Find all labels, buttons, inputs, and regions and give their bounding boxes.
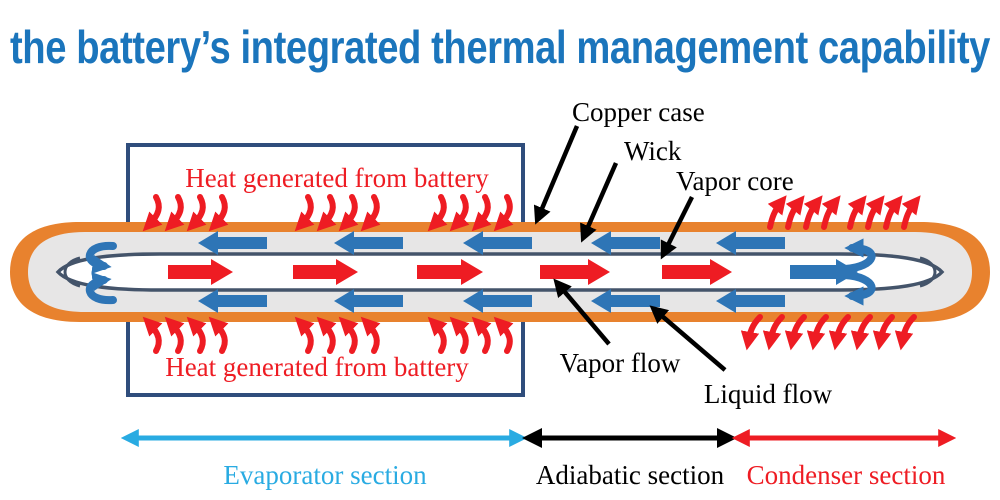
liquid-turn-curl-right bbox=[841, 238, 876, 273]
heat-out-arrow-top bbox=[883, 195, 903, 230]
heat-out-arrow-top bbox=[901, 195, 921, 230]
heat-in-arrow-bottom bbox=[164, 316, 185, 354]
heat-out-arrow-top bbox=[847, 195, 867, 230]
heat-in-arrow-bottom bbox=[360, 316, 381, 354]
heat-out-arrow-top bbox=[821, 195, 841, 230]
vapor-flow-arrow bbox=[417, 259, 483, 285]
heat-in-arrow-bottom bbox=[294, 316, 315, 354]
vapor-flow-pointer bbox=[553, 278, 611, 346]
heat-in-arrow-top bbox=[493, 194, 514, 232]
heat-in-arrow-top bbox=[208, 194, 229, 232]
liquid-flow-arrow bbox=[334, 231, 403, 255]
liquid-flow-label: Liquid flow bbox=[704, 379, 833, 409]
heat-in-arrow-bottom bbox=[208, 316, 229, 354]
heat-out-arrow-bottom bbox=[872, 314, 895, 351]
liquid-flow-arrow bbox=[198, 289, 267, 313]
heat-in-arrow-bottom bbox=[186, 316, 207, 354]
heat-out-arrow-bottom bbox=[784, 314, 807, 351]
heat-out-arrow-bottom bbox=[828, 314, 851, 351]
vapor-core-pointer bbox=[660, 195, 695, 260]
heat-label-top: Heat generated from battery bbox=[185, 163, 489, 193]
copper-case-label: Copper case bbox=[572, 97, 705, 127]
vapor-flow-label: Vapor flow bbox=[560, 348, 681, 378]
core-left-tip bbox=[63, 256, 81, 288]
heat-out-arrow-top bbox=[803, 195, 823, 230]
heat-out-arrow-bottom bbox=[894, 314, 917, 351]
heat-out-arrow-bottom bbox=[740, 314, 763, 351]
liquid-flow-arrow bbox=[198, 231, 267, 255]
heat-in-arrow-bottom bbox=[493, 316, 514, 354]
heat-in-arrow-top bbox=[164, 194, 185, 232]
vapor-core-layer bbox=[55, 252, 945, 292]
heat-out-arrow-bottom bbox=[850, 314, 873, 351]
vapor-flow-arrow bbox=[662, 259, 732, 285]
liquid-turn-curl-right bbox=[841, 271, 876, 306]
heat-in-arrow-top bbox=[338, 194, 359, 232]
heat-out-arrow-top bbox=[767, 195, 787, 230]
wick-label: Wick bbox=[624, 136, 682, 166]
condensing-flow-arrow bbox=[790, 259, 858, 285]
liquid-flow-arrow bbox=[463, 231, 532, 255]
vapor-flow-arrow bbox=[168, 259, 233, 285]
liquid-flow-arrow bbox=[591, 231, 660, 255]
liquid-flow-arrow bbox=[716, 289, 785, 313]
heat-in-arrow-top bbox=[316, 194, 337, 232]
liquid-flow-arrow bbox=[334, 289, 403, 313]
liquid-return-curl-left bbox=[85, 272, 117, 305]
liquid-flow-arrow bbox=[591, 289, 660, 313]
heat-in-arrow-bottom bbox=[142, 316, 163, 354]
liquid-return-curl-left bbox=[85, 241, 117, 274]
heat-in-arrow-top bbox=[142, 194, 163, 232]
flow-arrows bbox=[85, 194, 921, 354]
vapor-flow-arrow bbox=[540, 259, 610, 285]
liquid-flow-pointer bbox=[649, 305, 727, 372]
adiabatic-section-label: Adiabatic section bbox=[536, 460, 725, 490]
heat-in-arrow-top bbox=[294, 194, 315, 232]
heat-label-bottom: Heat generated from battery bbox=[165, 352, 469, 382]
heat-out-arrow-top bbox=[785, 195, 805, 230]
evaporator-section-label: Evaporator section bbox=[223, 460, 427, 490]
liquid-flow-arrow bbox=[463, 289, 532, 313]
heat-out-arrow-top bbox=[865, 195, 885, 230]
heat-in-arrow-top bbox=[471, 194, 492, 232]
heat-in-arrow-bottom bbox=[427, 316, 448, 354]
wick-pointer bbox=[580, 162, 619, 243]
heat-in-arrow-bottom bbox=[316, 316, 337, 354]
condenser-section-label: Condenser section bbox=[747, 460, 946, 490]
heat-out-arrow-bottom bbox=[806, 314, 829, 351]
page-title: the battery’s integrated thermal managem… bbox=[10, 21, 991, 73]
heat-in-arrow-bottom bbox=[338, 316, 359, 354]
heat-in-arrow-top bbox=[449, 194, 470, 232]
heat-in-arrow-top bbox=[427, 194, 448, 232]
heat-in-arrow-top bbox=[360, 194, 381, 232]
core-right-tip bbox=[919, 256, 937, 288]
liquid-flow-arrow bbox=[716, 231, 785, 255]
vapor-flow-arrow bbox=[293, 259, 358, 285]
heat-in-arrow-bottom bbox=[449, 316, 470, 354]
heat-in-arrow-top bbox=[186, 194, 207, 232]
heat-out-arrow-bottom bbox=[762, 314, 785, 351]
heat-in-arrow-bottom bbox=[471, 316, 492, 354]
vapor-core-label: Vapor core bbox=[676, 166, 794, 196]
copper-case-pointer bbox=[533, 125, 580, 225]
